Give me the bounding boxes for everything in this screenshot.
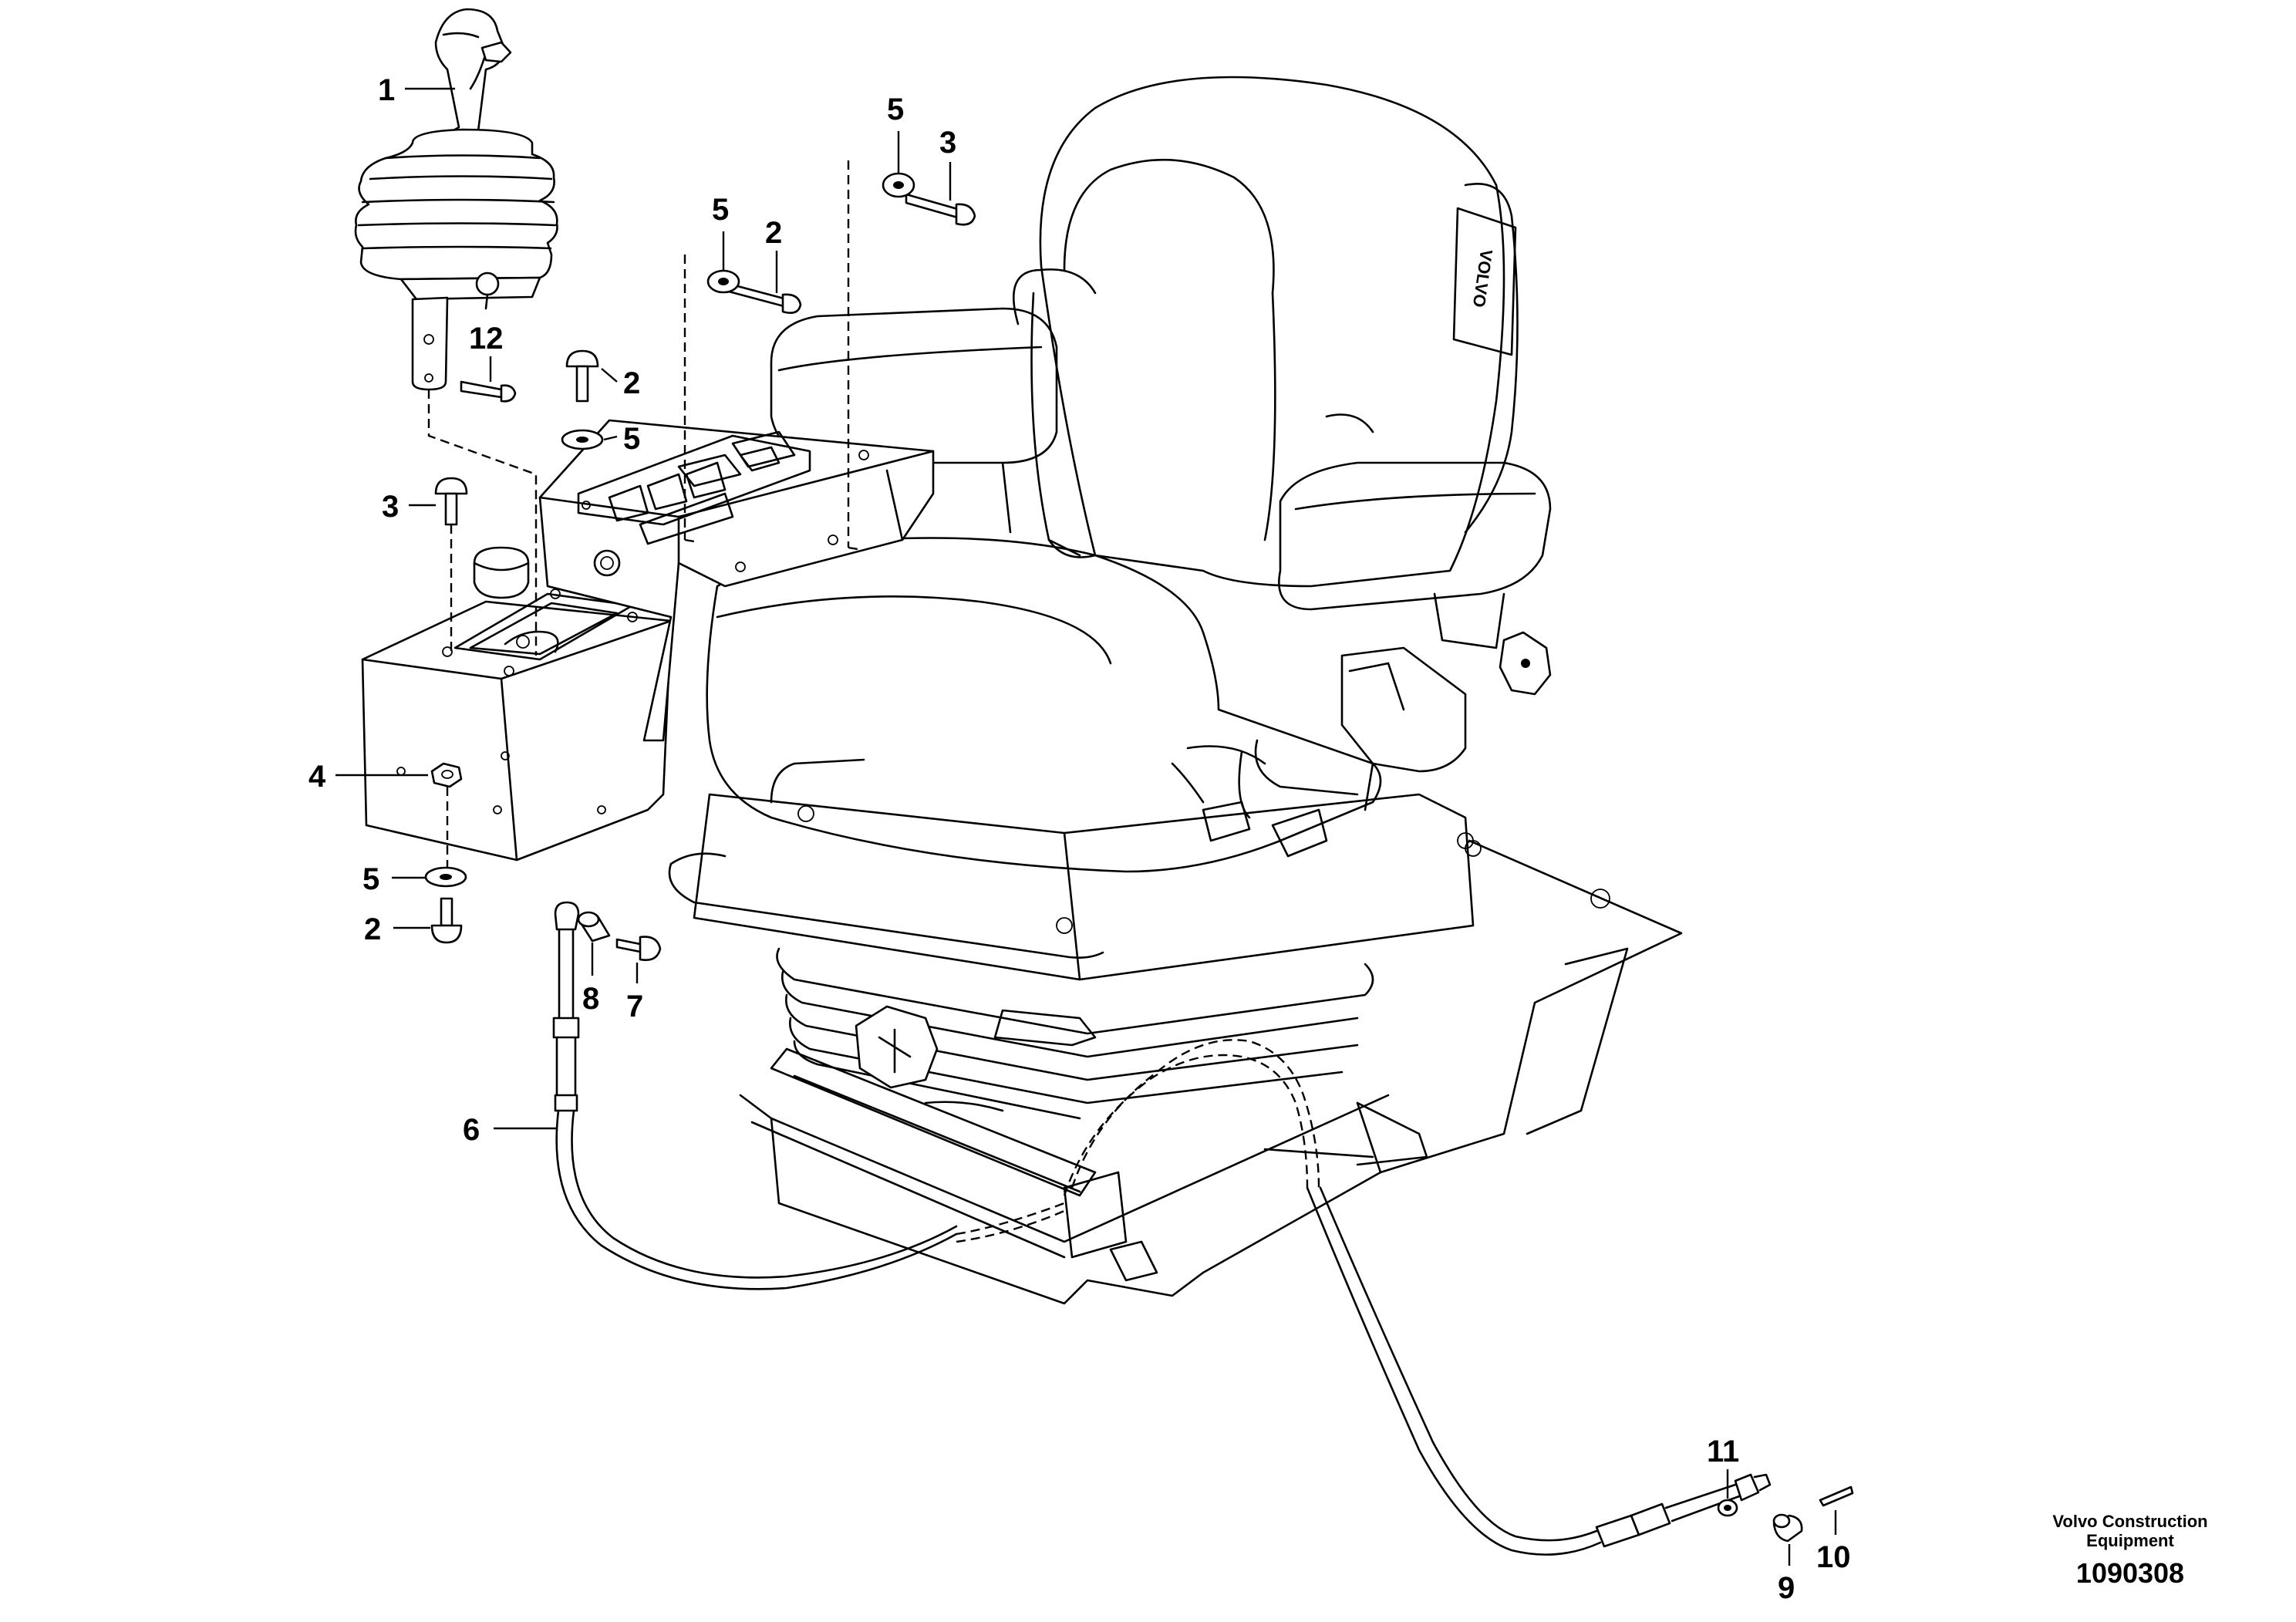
washer-5-top <box>706 269 740 294</box>
washer-11 <box>1717 1499 1738 1517</box>
nut-4 <box>430 762 463 788</box>
callout-5-right: 5 <box>887 93 904 126</box>
spacer-8 <box>577 911 611 943</box>
control-cable <box>552 901 1772 1556</box>
callout-5-top: 5 <box>712 193 729 227</box>
bolt-7 <box>615 936 662 961</box>
washer-5-bottom <box>424 866 467 888</box>
publisher-block: Volvo Construction Equipment 1090308 <box>2052 1512 2207 1589</box>
leader-lines <box>335 87 1837 1566</box>
callout-5-bottom: 5 <box>362 862 379 896</box>
publisher-line-2: Equipment <box>2086 1531 2174 1550</box>
callout-11: 11 <box>1707 1435 1739 1469</box>
callout-2-top: 2 <box>765 216 782 250</box>
callout-3-left: 3 <box>382 490 399 524</box>
operator-seat: VOLVO <box>668 76 1683 1305</box>
callout-6: 6 <box>463 1113 480 1147</box>
callout-2-mid: 2 <box>623 366 640 400</box>
pin-9 <box>1772 1513 1803 1543</box>
bolt-3-top <box>905 193 976 226</box>
bolt-2-bottom <box>430 897 463 944</box>
callout-8: 8 <box>582 982 599 1016</box>
callout-labels: 1 12 5 2 5 3 2 5 3 4 5 2 8 7 6 11 9 10 <box>308 73 1851 1605</box>
washer-5-right <box>882 172 915 198</box>
callout-12: 12 <box>469 322 504 356</box>
bolt-2-top <box>727 282 802 314</box>
right-control-console <box>361 419 935 862</box>
washer-5-mid <box>561 429 604 450</box>
callout-10: 10 <box>1816 1540 1851 1574</box>
bolt-3-left <box>434 477 468 526</box>
control-lever <box>354 8 558 391</box>
callout-3-right: 3 <box>939 126 956 160</box>
seat-brand-text: VOLVO <box>1469 248 1496 309</box>
callout-1: 1 <box>378 73 395 107</box>
callout-9: 9 <box>1778 1571 1795 1605</box>
bolt-2-mid <box>565 349 599 403</box>
callout-2-bottom: 2 <box>364 912 381 946</box>
bolt-12 <box>460 380 517 403</box>
callout-5-mid: 5 <box>623 422 640 456</box>
document-id: 1090308 <box>2076 1557 2184 1589</box>
publisher-line-1: Volvo Construction <box>2052 1512 2207 1531</box>
callout-7: 7 <box>626 990 643 1023</box>
assembly-lines <box>427 160 1320 1243</box>
cotter-pin-10 <box>1819 1485 1854 1507</box>
callout-4: 4 <box>308 760 326 794</box>
